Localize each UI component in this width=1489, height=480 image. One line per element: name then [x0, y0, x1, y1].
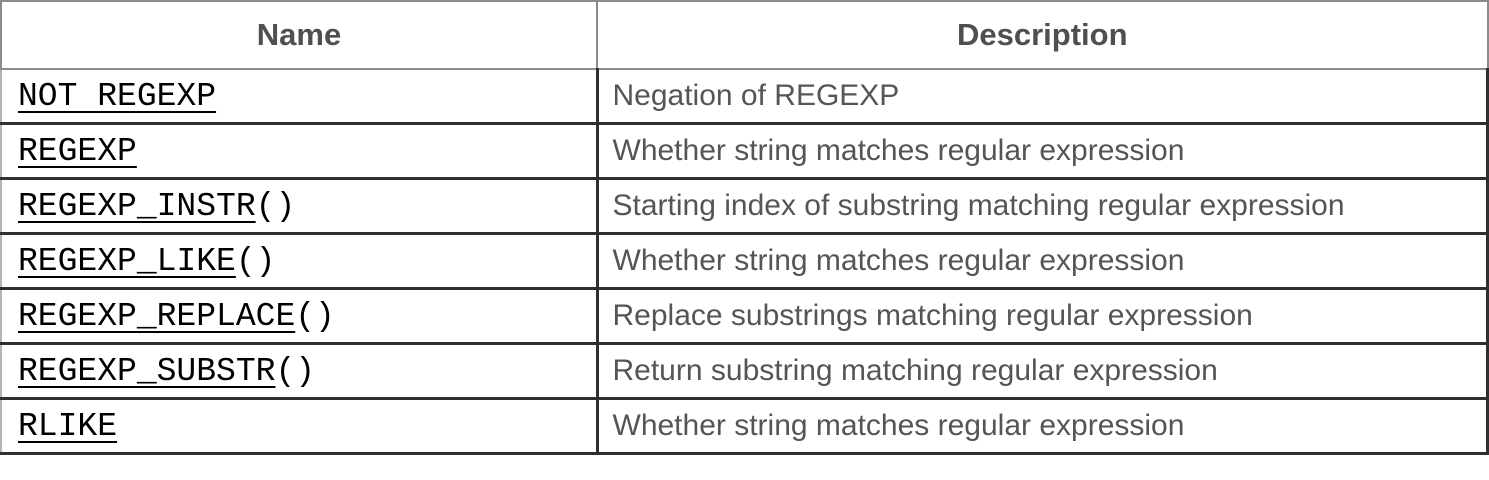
function-suffix: (): [275, 352, 316, 390]
function-suffix: (): [235, 242, 276, 280]
function-description-cell: Whether string matches regular expressio…: [597, 398, 1489, 455]
function-name-cell: NOT REGEXP: [0, 69, 599, 125]
table-row: NOT REGEXP Negation of REGEXP: [0, 69, 1489, 125]
function-link[interactable]: REGEXP: [18, 132, 137, 170]
function-link[interactable]: NOT REGEXP: [18, 77, 217, 115]
table-row: RLIKE Whether string matches regular exp…: [0, 398, 1489, 455]
function-name-cell: REGEXP_INSTR(): [0, 178, 599, 235]
function-description-cell: Whether string matches regular expressio…: [597, 123, 1489, 180]
function-link[interactable]: REGEXP_INSTR: [18, 187, 256, 225]
function-description-cell: Replace substrings matching regular expr…: [597, 288, 1489, 345]
column-header-name: Name: [0, 0, 598, 70]
function-link[interactable]: REGEXP_REPLACE: [18, 297, 296, 335]
table-header-row: Name Description: [0, 0, 1489, 70]
table-row: REGEXP_LIKE() Whether string matches reg…: [0, 233, 1489, 290]
table-row: REGEXP_SUBSTR() Return substring matchin…: [0, 343, 1489, 400]
column-header-description: Description: [596, 0, 1489, 70]
functions-table: Name Description NOT REGEXP Negation of …: [0, 0, 1489, 455]
function-name-cell: RLIKE: [0, 398, 599, 455]
function-link[interactable]: RLIKE: [18, 407, 118, 445]
function-link[interactable]: REGEXP_LIKE: [18, 242, 236, 280]
table-row: REGEXP Whether string matches regular ex…: [0, 123, 1489, 180]
function-description-cell: Negation of REGEXP: [597, 69, 1489, 125]
function-name-cell: REGEXP_REPLACE(): [0, 288, 599, 345]
function-suffix: (): [295, 297, 335, 335]
function-name-cell: REGEXP: [0, 123, 599, 180]
function-description-cell: Starting index of substring matching reg…: [597, 178, 1489, 235]
function-description-cell: Whether string matches regular expressio…: [597, 233, 1489, 290]
table-row: REGEXP_REPLACE() Replace substrings matc…: [0, 288, 1489, 345]
function-description-cell: Return substring matching regular expres…: [597, 343, 1489, 400]
function-name-cell: REGEXP_SUBSTR(): [0, 343, 599, 400]
function-name-cell: REGEXP_LIKE(): [0, 233, 599, 290]
function-suffix: (): [255, 187, 296, 225]
table-row: REGEXP_INSTR() Starting index of substri…: [0, 178, 1489, 235]
function-link[interactable]: REGEXP_SUBSTR: [18, 352, 276, 390]
